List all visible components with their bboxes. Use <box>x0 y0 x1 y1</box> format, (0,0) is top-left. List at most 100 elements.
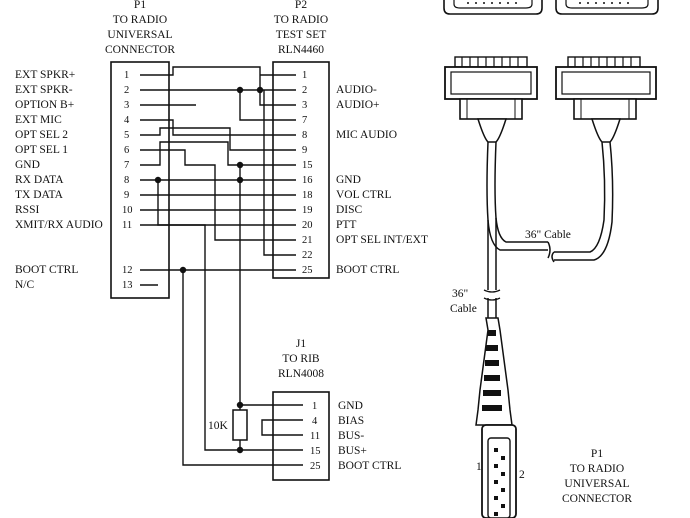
j1-pin-number: 4 <box>312 416 318 427</box>
p1-title-line-2: TO RADIO <box>113 14 167 26</box>
p1-title-line-3: UNIVERSAL <box>107 29 172 41</box>
p2-header: P2 TO RADIO TEST SET RLN4460 <box>274 0 328 56</box>
p2-pin-label: MIC AUDIO <box>336 129 397 141</box>
p2-title-line-4: RLN4460 <box>278 44 324 56</box>
p2-pin-labels: AUDIO- AUDIO+ MIC AUDIO GND VOL CTRL DIS… <box>336 84 428 276</box>
radio-universal-connector <box>481 424 517 518</box>
p2-pin-number: 19 <box>302 205 313 216</box>
p1-pin-number: 6 <box>124 145 129 156</box>
p1-signal-label: XMIT/RX AUDIO <box>15 219 103 231</box>
p2-pin-label: DISC <box>336 204 363 216</box>
p1-signal-label: OPT SEL 2 <box>15 129 68 141</box>
p2-pin-number: 20 <box>302 220 313 231</box>
p2-pin-number: 9 <box>302 145 307 156</box>
p2-pin-numbers: 1 2 3 7 8 9 15 16 18 19 20 21 22 25 <box>302 70 313 276</box>
p1-signal-label: TX DATA <box>15 189 64 201</box>
cable-strands <box>486 141 614 290</box>
p1-pin-number: 2 <box>124 85 129 96</box>
p1-connector-caption-line-2: TO RADIO <box>570 463 624 475</box>
j1-pin-numbers: 1 4 11 15 25 <box>310 401 321 472</box>
p1-pin-number: 13 <box>122 280 133 291</box>
wire <box>239 90 296 121</box>
p1-connector-caption-line-1: P1 <box>591 448 603 460</box>
j1-title-line-2: TO RIB <box>282 353 319 365</box>
cable-length-label-upper: 36" Cable <box>525 229 571 241</box>
j1-pin-label: BIAS <box>338 415 364 427</box>
resistor-value-label: 10K <box>208 420 229 432</box>
junction-dot <box>236 86 244 94</box>
p2-pin-number: 3 <box>302 100 307 111</box>
p1-pin-number: 11 <box>122 220 132 231</box>
p1-title-line-4: CONNECTOR <box>105 44 175 56</box>
strain-relief-boot <box>475 317 513 426</box>
wire <box>182 270 303 466</box>
wire <box>140 66 296 106</box>
db25-side-connector-right <box>555 56 657 143</box>
j1-pin-label: BOOT CTRL <box>338 460 401 472</box>
p1-signal-label: GND <box>15 159 40 171</box>
j1-pin-label: BUS- <box>338 430 364 442</box>
j1-pin-label: BUS+ <box>338 445 367 457</box>
p2-pin-number: 22 <box>302 250 313 261</box>
p2-pin-label: OPT SEL INT/EXT <box>336 234 428 246</box>
p2-pin-number: 1 <box>302 70 307 81</box>
p1-header: P1 TO RADIO UNIVERSAL CONNECTOR <box>105 0 175 56</box>
p1-signal-list: EXT SPKR+ EXT SPKR- OPTION B+ EXT MIC OP… <box>15 69 103 291</box>
p1-connector-caption: P1 TO RADIO UNIVERSAL CONNECTOR <box>562 448 632 505</box>
p1-pin-number: 9 <box>124 190 129 201</box>
p2-pin-number: 16 <box>302 175 313 186</box>
p2-pin-label: AUDIO- <box>336 84 377 96</box>
p1-pin-number: 5 <box>124 130 129 141</box>
p2-connector-box <box>272 61 330 279</box>
j1-pin-number: 15 <box>310 446 321 457</box>
p1-pin-number: 4 <box>124 115 130 126</box>
p2-pin-label: GND <box>336 174 361 186</box>
p1-title-line-1: P1 <box>134 0 146 11</box>
resistor-symbol <box>232 409 248 441</box>
p2-title-line-3: TEST SET <box>276 29 327 41</box>
wire <box>140 149 296 241</box>
p2-pin-number: 21 <box>302 235 313 246</box>
p1-signal-label: N/C <box>15 279 35 291</box>
p2-pin-label: PTT <box>336 219 356 231</box>
cable-illustration: 36" Cable 36" Cable <box>443 0 659 518</box>
p2-pin-number: 18 <box>302 190 313 201</box>
p1-p2-wiring <box>140 66 296 286</box>
top-db25-connector-left <box>443 0 543 15</box>
p1-signal-label: EXT SPKR- <box>15 84 73 96</box>
p1-signal-label: EXT SPKR+ <box>15 69 75 81</box>
cable-length-label-lower-2: Cable <box>450 303 477 315</box>
p2-pin-number: 8 <box>302 130 307 141</box>
p2-pin-number: 25 <box>302 265 313 276</box>
p2-title-line-2: TO RADIO <box>274 14 328 26</box>
p2-pin-label: VOL CTRL <box>336 189 391 201</box>
p1-pin-number: 7 <box>124 160 129 171</box>
p1-signal-label: EXT MIC <box>15 114 62 126</box>
junction-dot <box>236 446 244 454</box>
p1-pin-number: 8 <box>124 175 129 186</box>
j1-pin-number: 25 <box>310 461 321 472</box>
p1-pin-number: 1 <box>124 70 129 81</box>
p2-pin-label: BOOT CTRL <box>336 264 399 276</box>
connector-pin-1-label: 1 <box>476 461 482 473</box>
p1-pin-numbers: 1 2 3 4 5 6 7 8 9 10 11 12 13 <box>122 70 133 291</box>
p2-pin-number: 15 <box>302 160 313 171</box>
wire <box>263 90 296 256</box>
j1-pin-number: 1 <box>312 401 317 412</box>
p1-signal-label: BOOT CTRL <box>15 264 78 276</box>
p2-pin-number: 2 <box>302 85 307 96</box>
p1-signal-label: OPTION B+ <box>15 99 74 111</box>
cable-length-label-lower-1: 36" <box>452 288 468 300</box>
junction-dot <box>256 86 264 94</box>
wire <box>261 419 303 436</box>
p1-signal-label: RX DATA <box>15 174 64 186</box>
j1-pin-label: GND <box>338 400 363 412</box>
connector-pin-2-label: 2 <box>519 469 525 481</box>
p1-connector-caption-line-3: UNIVERSAL <box>564 478 629 490</box>
j1-header: J1 TO RIB RLN4008 <box>278 338 324 380</box>
wire <box>157 180 240 451</box>
junction-dot <box>236 401 244 409</box>
db25-side-connector-left <box>444 56 538 143</box>
p1-pin-number: 12 <box>122 265 133 276</box>
